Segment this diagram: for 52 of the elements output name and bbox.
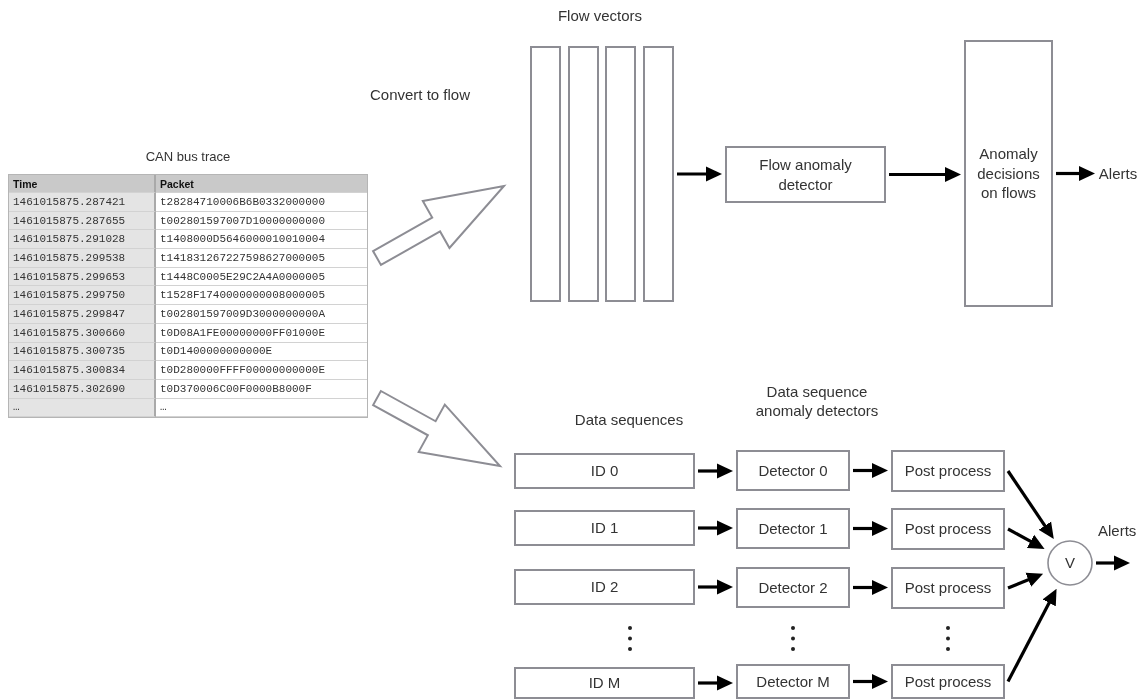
- data-sequence-box: ID 2: [514, 569, 695, 605]
- arrow: [889, 167, 961, 182]
- arrow: [853, 580, 888, 595]
- combiner-circle: [1047, 540, 1093, 586]
- column-heading: Data sequence anomaly detectors: [754, 382, 880, 420]
- post-process-box: Post process: [891, 508, 1005, 550]
- arrow: [853, 521, 888, 536]
- column-heading: Data sequences: [574, 410, 684, 429]
- flow-vector-bar: [568, 46, 599, 302]
- arrow: [1006, 470, 1054, 539]
- post-process-box: Post process: [891, 450, 1005, 492]
- arrow: [698, 579, 733, 595]
- timestamp-cell: 1461015875.299750: [9, 286, 156, 306]
- section-heading: Flow vectors: [557, 6, 643, 25]
- arrow: [1096, 555, 1130, 571]
- arrow: [1006, 588, 1057, 683]
- data-sequence-box: ID 0: [514, 453, 695, 489]
- arrow: [1056, 166, 1095, 181]
- arrow: [1007, 572, 1044, 590]
- arrow: [698, 675, 733, 691]
- detector-box: Detector 1: [736, 508, 850, 549]
- timestamp-cell: 1461015875.287421: [9, 193, 156, 212]
- arrow: [853, 674, 888, 689]
- detector-box: Flow anomaly detector: [725, 146, 886, 203]
- block-arrow: [371, 389, 503, 468]
- post-process-box: Post process: [891, 664, 1005, 699]
- timestamp-cell: 1461015875.299847: [9, 305, 156, 324]
- detector-box: Detector 2: [736, 567, 850, 608]
- flow-vector-bar: [643, 46, 674, 302]
- decision-box: Anomaly decisions on flows: [964, 40, 1053, 307]
- arrow: [677, 166, 722, 182]
- operator-symbol: V: [1065, 554, 1075, 572]
- timestamp-cell: 1461015875.291028: [9, 230, 156, 250]
- column-header: Time: [9, 175, 156, 193]
- arrow: [1007, 527, 1045, 550]
- block-arrow: [371, 184, 507, 267]
- output-label: Alerts: [1098, 164, 1138, 184]
- data-sequence-box: ID M: [514, 667, 695, 699]
- column-header: Packet: [156, 175, 367, 193]
- timestamp-cell: 1461015875.300834: [9, 361, 156, 380]
- post-process-box: Post process: [891, 567, 1005, 609]
- detector-box: Detector 0: [736, 450, 850, 491]
- table-title: CAN bus trace: [145, 148, 231, 166]
- arrow: [698, 463, 733, 479]
- arrow: [853, 463, 888, 478]
- arrow: [698, 520, 733, 536]
- detector-box: Detector M: [736, 664, 850, 699]
- data-sequence-box: ID 1: [514, 510, 695, 546]
- flow-vector-bar: [530, 46, 561, 302]
- flow-vector-bar: [605, 46, 636, 302]
- timestamp-cell: 1461015875.299538: [9, 249, 156, 268]
- arrow-caption: Convert to flow: [370, 85, 470, 104]
